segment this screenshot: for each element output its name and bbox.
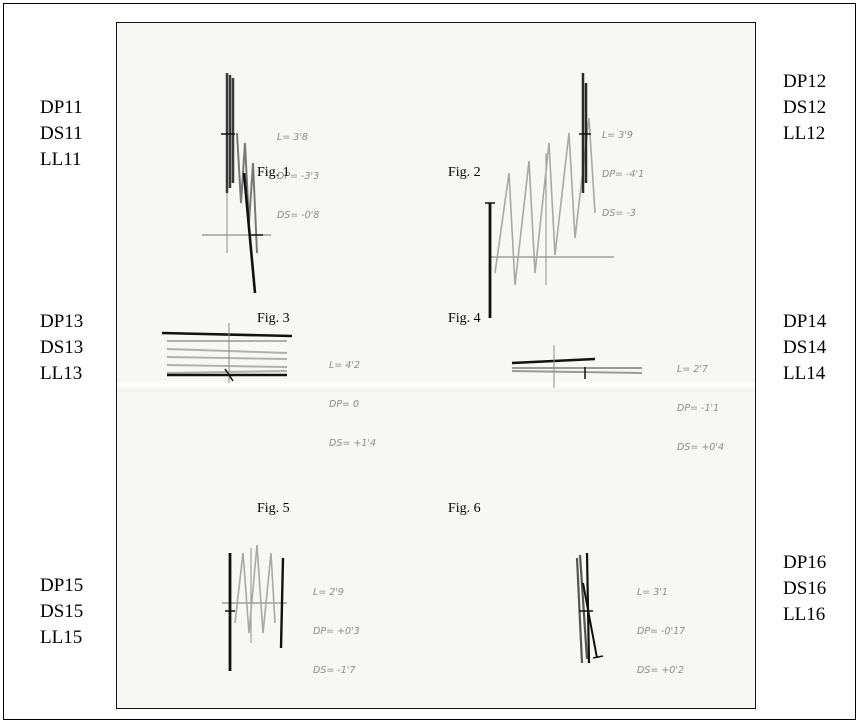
- dp-label: DP11: [40, 97, 83, 118]
- label-group-fig2: DP12 DS12 LL12: [783, 69, 826, 147]
- ds-label: DS16: [783, 578, 827, 599]
- fig1-notes: L= 3'8 DP= -3'3 DS= -0'8: [277, 105, 319, 248]
- note-length: L= 3'8: [277, 132, 308, 143]
- note-ds: DS= +0'4: [677, 442, 724, 453]
- label-group-fig3: DP13 DS13 LL13: [40, 309, 83, 387]
- ds-label: DS12: [783, 97, 827, 118]
- ll-label: LL13: [40, 363, 83, 384]
- fig2-sketch: [485, 73, 614, 318]
- ll-label: LL12: [783, 123, 826, 144]
- paper-fold: [117, 378, 755, 392]
- fig4-sketch: [511, 345, 643, 388]
- dp-label: DP14: [783, 311, 827, 332]
- note-dp: DP= -0'17: [637, 626, 686, 637]
- fig3-caption: Fig. 3: [257, 311, 290, 326]
- label-group-fig1: DP11 DS11 LL11: [40, 95, 83, 173]
- note-ds: DS= +0'2: [637, 665, 684, 676]
- sketch-drawings: [161, 73, 643, 671]
- dp-label: DP16: [783, 552, 827, 573]
- note-length: L= 3'1: [637, 587, 668, 598]
- fig4-notes: L= 2'7 DP= -1'1 DS= +0'4: [677, 337, 724, 480]
- fig6-caption: Fig. 6: [448, 501, 481, 516]
- label-group-fig5: DP15 DS15 LL15: [40, 573, 83, 651]
- fig5-sketch: [222, 544, 287, 671]
- fig6-sketch: [575, 552, 604, 664]
- fig2-notes: L= 3'9 DP= -4'1 DS= -3: [602, 103, 644, 246]
- fig2-caption: Fig. 2: [448, 165, 481, 180]
- note-dp: DP= 0: [329, 399, 360, 410]
- dp-label: DP15: [40, 575, 84, 596]
- ds-label: DS13: [40, 337, 84, 358]
- fig3-notes: L= 4'2 DP= 0 DS= +1'4: [329, 333, 376, 476]
- label-group-fig6: DP16 DS16 LL16: [783, 550, 826, 628]
- note-dp: DP= -4'1: [602, 169, 645, 180]
- note-dp: DP= -1'1: [677, 403, 720, 414]
- note-ds: DS= -0'8: [277, 210, 320, 221]
- note-length: L= 2'9: [313, 587, 344, 598]
- ds-label: DS14: [783, 337, 827, 358]
- sketch-sheet: L= 3'8 DP= -3'3 DS= -0'8 L= 3'9 DP= -4'1…: [116, 22, 756, 709]
- ds-label: DS15: [40, 601, 84, 622]
- fig1-sketch: [202, 73, 271, 294]
- label-group-fig4: DP14 DS14 LL14: [783, 309, 826, 387]
- ll-label: LL16: [783, 604, 826, 625]
- ll-label: LL11: [40, 149, 82, 170]
- note-ds: DS= -3: [602, 208, 636, 219]
- fig5-caption: Fig. 5: [257, 501, 290, 516]
- fig5-notes: L= 2'9 DP= +0'3 DS= -1'7: [313, 560, 360, 703]
- fig6-notes: L= 3'1 DP= -0'17 DS= +0'2: [637, 560, 685, 703]
- note-ds: DS= -1'7: [313, 665, 356, 676]
- ds-label: DS11: [40, 123, 83, 144]
- ll-label: LL14: [783, 363, 826, 384]
- fig3-sketch: [161, 323, 293, 383]
- note-length: L= 3'9: [602, 130, 633, 141]
- note-dp: DP= +0'3: [313, 626, 360, 637]
- fig1-caption: Fig. 1: [257, 165, 290, 180]
- ll-label: LL15: [40, 627, 83, 648]
- fig4-caption: Fig. 4: [448, 311, 481, 326]
- dp-label: DP12: [783, 71, 827, 92]
- dp-label: DP13: [40, 311, 84, 332]
- note-dp: DP= -3'3: [277, 171, 320, 182]
- note-length: L= 2'7: [677, 364, 708, 375]
- note-length: L= 4'2: [329, 360, 360, 371]
- note-ds: DS= +1'4: [329, 438, 376, 449]
- outer-frame: [3, 3, 856, 720]
